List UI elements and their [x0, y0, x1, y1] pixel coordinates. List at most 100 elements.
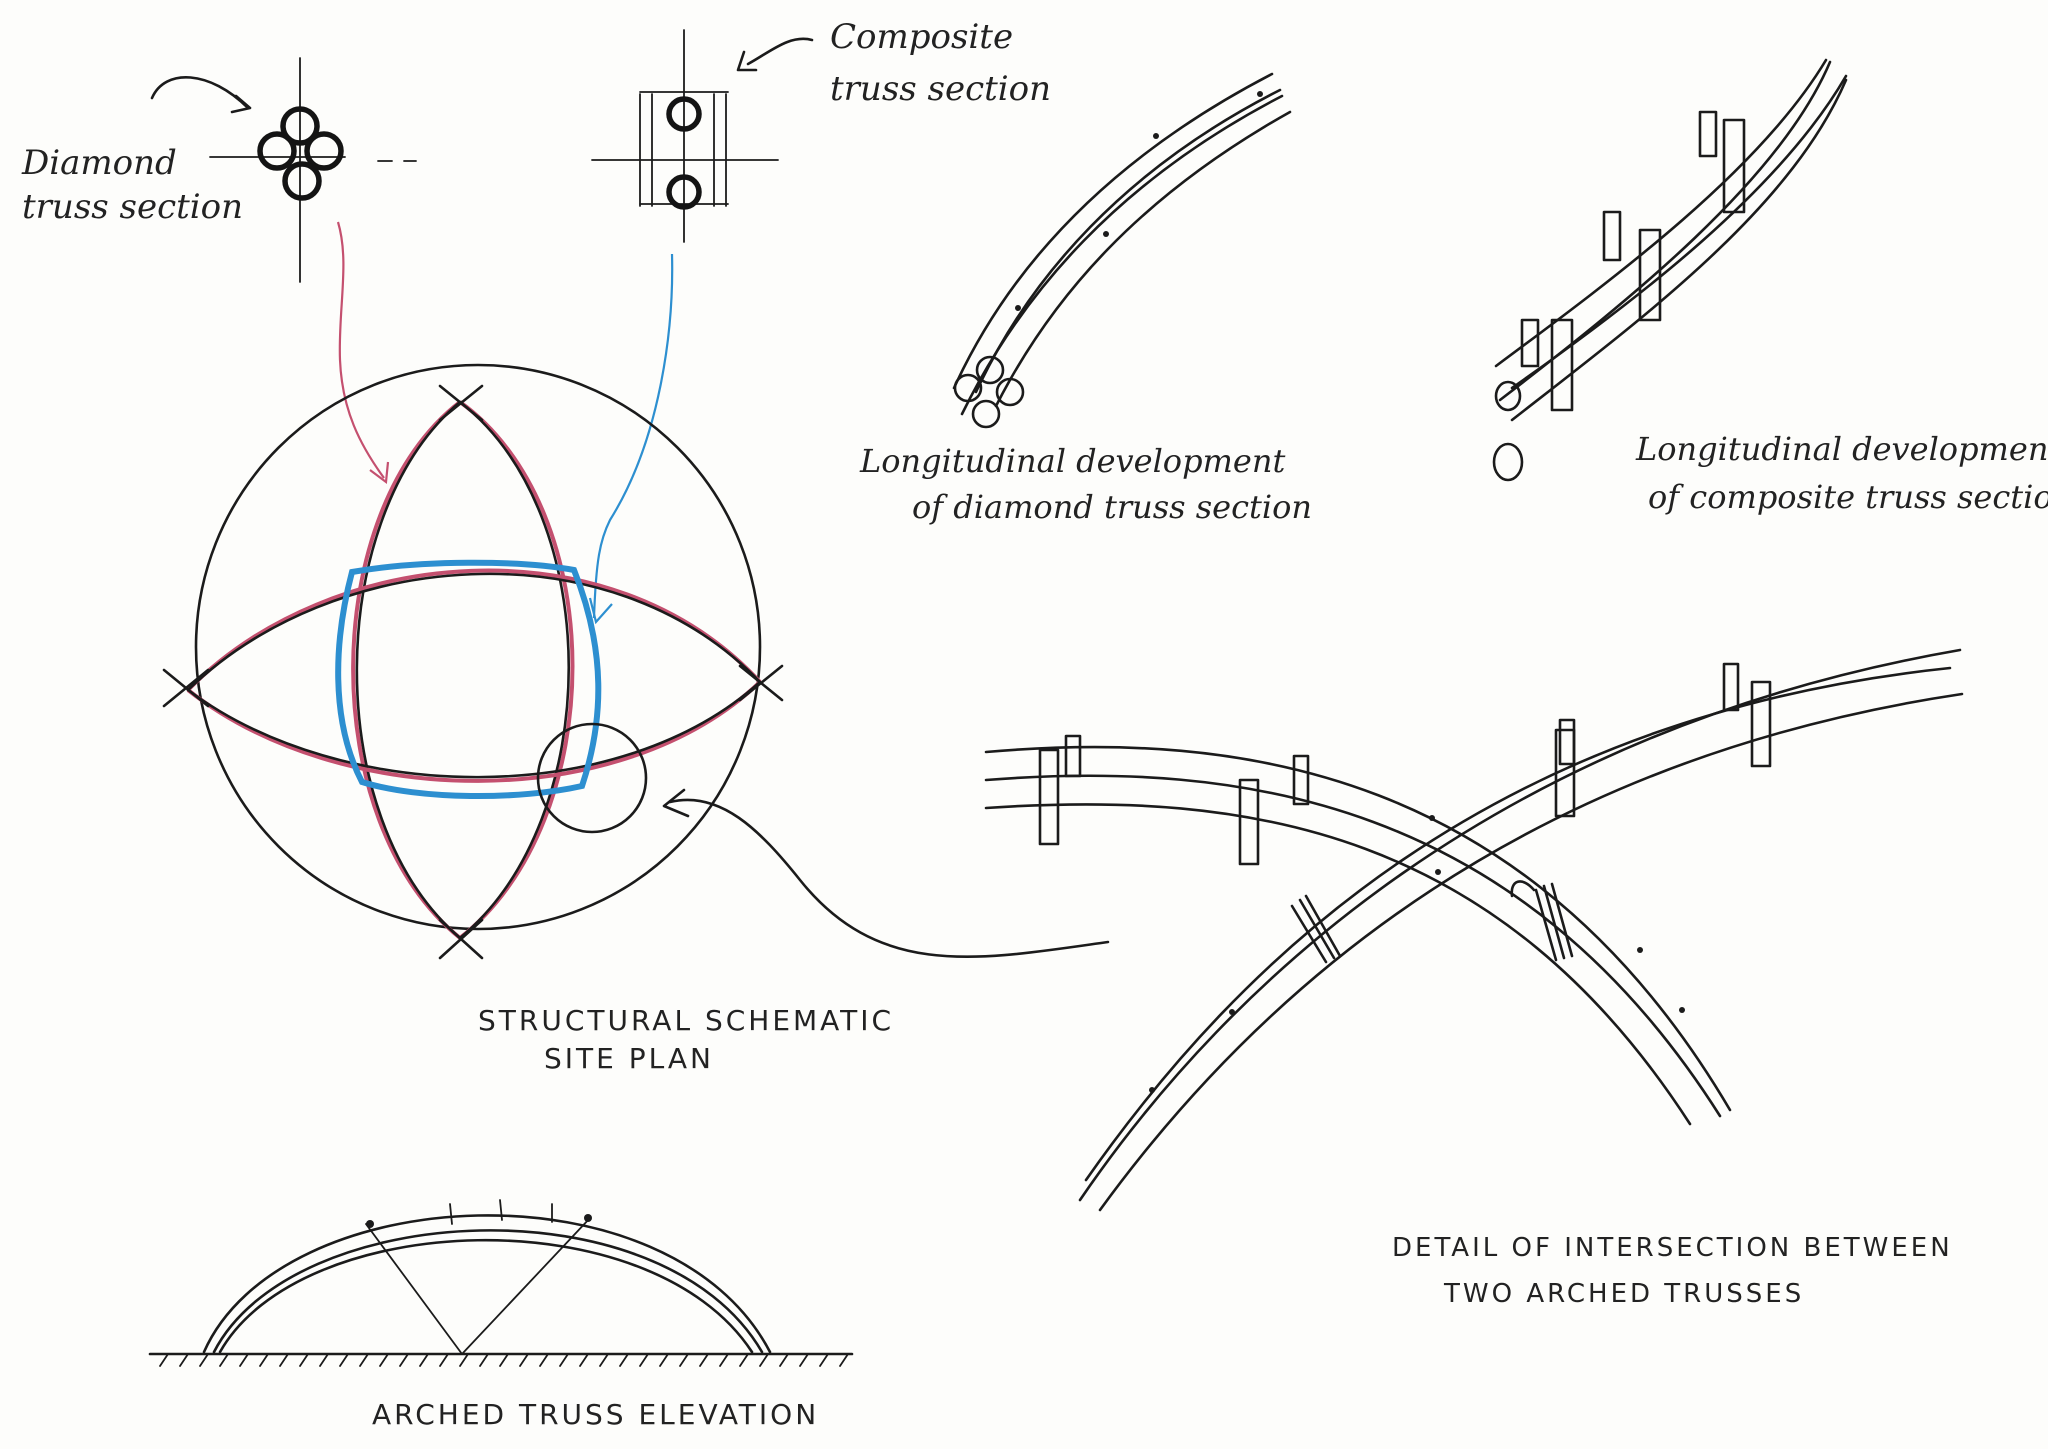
spacer-post [1038, 748, 1060, 846]
lashing-wrap-left [1290, 894, 1342, 964]
truss-chord [984, 803, 1692, 1126]
site-boundary-circle [194, 363, 762, 931]
pointer-arrowhead [736, 50, 758, 72]
long-composite-label-line2: of composite truss section [1648, 478, 2048, 516]
tube-cap [1510, 880, 1536, 898]
detail-title-line1: DETAIL OF INTERSECTION BETWEEN [1392, 1233, 1953, 1263]
tube-top [280, 106, 320, 146]
arch-horizontal-bottom [186, 680, 762, 779]
tube-line [952, 72, 1274, 390]
tube-line [1510, 78, 1848, 422]
lashing-wrap-right [1534, 882, 1574, 962]
long-diamond-label-line2: of diamond truss section [912, 488, 1312, 526]
composite-label-line2: truss section [830, 69, 1051, 109]
detail-leader-line [668, 798, 1110, 958]
spacer-post [1722, 118, 1746, 214]
detail-title-line2: TWO ARCHED TRUSSES [1443, 1279, 1804, 1309]
arched-truss-elevation: ARCHED TRUSS ELEVATION [148, 1199, 854, 1431]
cross-mark [738, 664, 784, 702]
pointer-arrowhead [230, 94, 252, 114]
longitudinal-composite-truss: Longitudinal development of composite tr… [1492, 58, 2048, 516]
detail-callout-circle [536, 722, 648, 834]
truss-chord [984, 745, 1732, 1112]
truss-chord [1078, 648, 1962, 1202]
pointer-arrow [150, 76, 250, 110]
cross-mark [162, 668, 210, 708]
pink-arc [458, 400, 575, 940]
tube-end [971, 399, 1001, 429]
cross-mark [438, 918, 484, 960]
site-plan-schematic: STRUCTURAL SCHEMATIC SITE PLAN [162, 363, 1110, 1075]
spacer-post [1602, 210, 1622, 262]
pin-dot [1149, 1087, 1155, 1093]
tube-line [994, 110, 1292, 408]
tube-line [1494, 58, 1828, 368]
tube-end [995, 377, 1025, 407]
pink-arc [351, 400, 462, 940]
truss-chord [1084, 666, 1952, 1182]
pin-dot [1637, 947, 1643, 953]
spacer-post [1638, 228, 1662, 322]
pin-dot [1015, 305, 1021, 311]
elevation-title: ARCHED TRUSS ELEVATION [372, 1398, 819, 1431]
tube-lower [666, 174, 702, 210]
tube-end [975, 355, 1005, 385]
pin-dot [584, 1214, 592, 1222]
diamond-truss-section: Diamond truss section [21, 57, 417, 283]
spacer-post [1292, 754, 1310, 806]
tube-end [953, 373, 983, 403]
pink-leader-arrow [336, 221, 385, 479]
pink-arc [186, 568, 762, 692]
spacer-post [1064, 734, 1082, 778]
tube-line [1498, 60, 1832, 402]
strut-tick [499, 1199, 503, 1221]
tube-bottom [282, 161, 322, 201]
tube-line [960, 94, 1284, 416]
blue-compression-ring [335, 559, 602, 800]
schematic-title-line1: STRUCTURAL SCHEMATIC [478, 1004, 894, 1037]
arch-inner [218, 1238, 754, 1354]
strut-tick [449, 1203, 453, 1225]
tension-tie [365, 1223, 463, 1355]
tension-tie [461, 1217, 591, 1355]
diamond-label-line1: Diamond [21, 143, 177, 183]
tube-right [304, 131, 344, 171]
spacer-post [1550, 318, 1574, 412]
blue-arrowhead [588, 597, 613, 625]
spacer-post [1520, 318, 1540, 368]
spacer-post [1722, 662, 1740, 712]
arch-outer [202, 1214, 772, 1354]
composite-truss-section: Composite truss section [591, 17, 1051, 243]
pin-dot [1229, 1009, 1235, 1015]
truss-chord [984, 774, 1722, 1118]
spacer-post [1238, 778, 1260, 866]
schematic-title-line2: SITE PLAN [544, 1042, 714, 1075]
tube-left [257, 131, 297, 171]
composite-label-line1: Composite [830, 17, 1013, 57]
diamond-label-line2: truss section [22, 187, 243, 227]
spacer-post [1750, 680, 1772, 768]
pin-dot [1257, 91, 1263, 97]
pin-dot [1679, 1007, 1685, 1013]
spacer-post [1698, 110, 1718, 158]
pink-arrowhead [369, 461, 390, 485]
tube-end [1494, 380, 1522, 412]
pink-arc [186, 680, 762, 783]
cross-mark [438, 384, 484, 422]
blue-leader-arrow [592, 253, 674, 619]
longitudinal-diamond-truss: Longitudinal development of diamond trus… [859, 72, 1312, 526]
pin-dot [1153, 133, 1159, 139]
pin-dot [1103, 231, 1109, 237]
detail-leader-arrowhead [662, 788, 690, 818]
arch-mid [212, 1229, 764, 1354]
tube-line [974, 88, 1282, 394]
pin-dot [1435, 869, 1441, 875]
intersection-detail: DETAIL OF INTERSECTION BETWEEN TWO ARCHE… [984, 648, 1964, 1309]
long-composite-label-line1: Longitudinal development [1635, 430, 2048, 468]
truss-chord [1098, 692, 1964, 1212]
pin-dot [366, 1220, 374, 1228]
tube-line [1510, 74, 1848, 390]
tube-end [1492, 442, 1524, 482]
